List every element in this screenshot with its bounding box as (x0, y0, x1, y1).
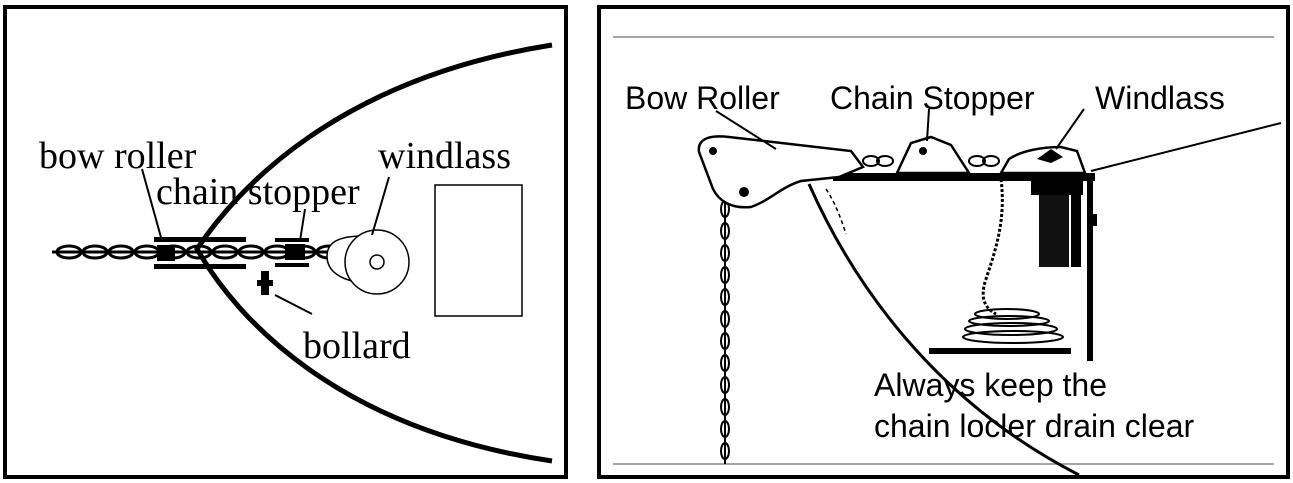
hull-side (807, 183, 1080, 475)
locker-floor (929, 348, 1071, 354)
bulkhead-fitting (1093, 214, 1097, 226)
hatch-outline (434, 184, 523, 317)
bulkhead (1087, 175, 1093, 361)
bow-roller-label: bow roller (39, 135, 197, 177)
windlass-part (998, 145, 1087, 175)
side-view-panel: Bow Roller Chain Stopper Windlass Always… (597, 5, 1290, 479)
bollard-part (257, 271, 273, 295)
windlass-part (326, 229, 410, 295)
windlass-motor (1031, 181, 1083, 267)
chain-stopper-label: chain stopper (156, 171, 360, 213)
drain-note-line1: Always keep the (874, 367, 1108, 403)
drain-note-line2: chain locler drain clear (874, 408, 1195, 444)
chain-stopper-part (895, 135, 972, 175)
leader-lines (141, 168, 390, 315)
top-view-drawing (52, 42, 553, 464)
leader-lines (715, 108, 1085, 150)
sheer-line (1090, 122, 1282, 172)
side-view-drawing (613, 36, 1282, 475)
chain-stopper-label: Chain Stopper (830, 80, 1035, 116)
hull-outline (194, 42, 553, 464)
windlass-label: windlass (378, 135, 511, 177)
bow-roller-part (154, 237, 246, 269)
chain-stopper-part (275, 238, 309, 267)
bow-roller-part (697, 135, 865, 209)
windlass-label: Windlass (1095, 80, 1225, 116)
deck-chain (862, 155, 1000, 167)
hull-side-inner (825, 188, 847, 235)
bow-roller-label: Bow Roller (625, 80, 780, 116)
deck (833, 173, 1095, 181)
top-view-panel: bow roller chain stopper windlass bollar… (3, 5, 568, 479)
hanging-chain (720, 199, 730, 464)
bollard-label: bollard (303, 325, 411, 367)
chain-pile (962, 178, 1064, 344)
